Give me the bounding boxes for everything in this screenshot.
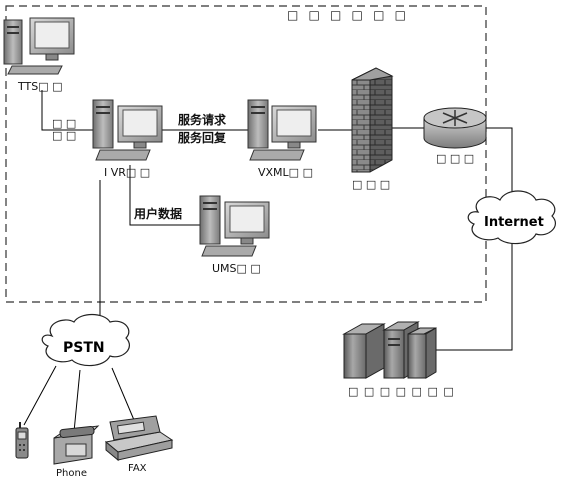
firewall-label: □ □ □: [352, 178, 391, 191]
system-boundary: [5, 5, 487, 303]
title-boxes: □ □ □ □ □ □: [287, 8, 409, 22]
fax-machine-icon: [104, 415, 174, 462]
pstn-label: PSTN: [63, 340, 105, 356]
connections: [23, 90, 513, 433]
mobile-phone-icon: [15, 422, 29, 459]
server-rack-icon: [342, 321, 437, 379]
router-icon: [423, 107, 487, 149]
router-label: □ □ □: [436, 152, 475, 165]
vxml-computer-icon: [247, 99, 317, 161]
service-reply-label: 服务回复: [178, 131, 227, 145]
server-rack-label: □ □ □ □ □ □ □: [348, 385, 455, 398]
desk-phone-icon: [53, 425, 100, 465]
ums-computer-icon: [199, 195, 270, 257]
internet-label: Internet: [484, 215, 544, 230]
vxml-label: VXML□ □: [258, 166, 313, 179]
phone-label: Phone: [56, 468, 87, 479]
service-request-label: 服务请求: [178, 113, 227, 127]
tts-computer-icon: [3, 17, 75, 75]
ums-label: UMS□ □: [212, 262, 261, 275]
ivr-computer-icon: [92, 99, 163, 161]
pstn-cloud-icon: [41, 313, 130, 367]
user-data-label: 用户数据: [134, 207, 183, 221]
firewall-icon: [351, 67, 394, 173]
fax-label: FAX: [128, 463, 147, 474]
tts-label: TTS□ □: [18, 80, 63, 93]
tts-link-label: □ □ □ □: [52, 117, 77, 142]
ivr-label: I VR□ □: [104, 166, 151, 179]
internet-cloud-icon: [467, 190, 556, 245]
